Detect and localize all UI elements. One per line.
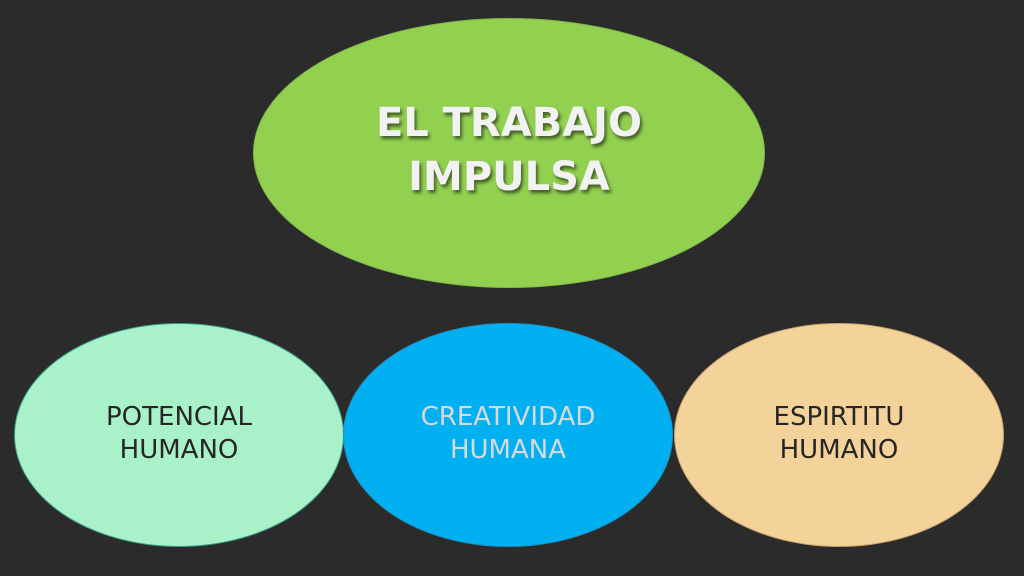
- main-ellipse-label: EL TRABAJO IMPULSA: [375, 100, 643, 200]
- main-ellipse: EL TRABAJO IMPULSA: [253, 18, 765, 288]
- potencial-humano-ellipse: POTENCIAL HUMANO: [14, 323, 344, 547]
- potencial-humano-label: POTENCIAL HUMANO: [106, 401, 252, 465]
- espiritu-humano-ellipse: ESPIRTITU HUMANO: [674, 323, 1004, 547]
- creatividad-humana-label: CREATIVIDAD HUMANA: [420, 401, 596, 465]
- creatividad-humana-ellipse: CREATIVIDAD HUMANA: [343, 323, 673, 547]
- espiritu-humano-label: ESPIRTITU HUMANO: [773, 401, 905, 465]
